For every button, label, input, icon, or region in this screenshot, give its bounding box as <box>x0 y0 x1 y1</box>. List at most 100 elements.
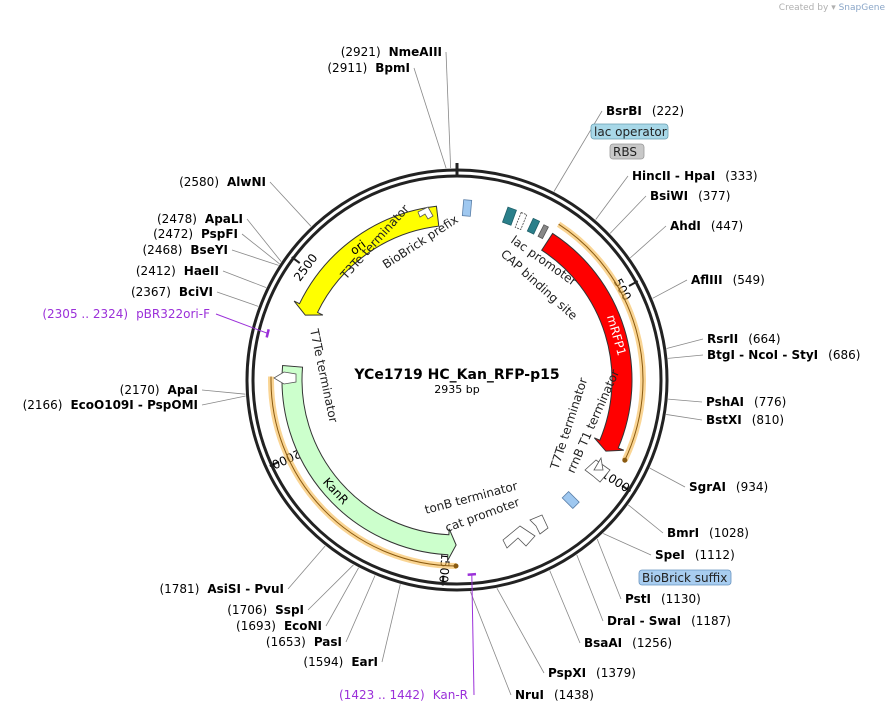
leader-line <box>325 567 359 627</box>
site-position: (1379) <box>596 666 636 680</box>
leader-line <box>269 181 312 227</box>
plasmid-length: 2935 bp <box>434 383 479 396</box>
site-name: RsrII <box>707 332 738 346</box>
leader-line <box>666 338 704 349</box>
site-name: BsrBI <box>606 104 642 118</box>
cds-mrfp1-orange-line <box>558 223 644 461</box>
primer-name: pBR322ori-F <box>136 307 210 321</box>
leader-line <box>246 218 282 262</box>
leader-line <box>413 67 447 169</box>
site-position: (664) <box>748 332 780 346</box>
tick-mark <box>621 484 631 493</box>
mrfp1-feature <box>540 232 633 452</box>
site-position: (2170) <box>120 383 160 397</box>
site-name: NruI <box>515 688 544 702</box>
boxed-feature-labels: lac operator RBS BioBrick suffix <box>590 123 732 586</box>
site-name: BtgI - NcoI - StyI <box>707 348 818 362</box>
leader-line <box>496 588 545 674</box>
site-name: BsaAI <box>584 636 622 650</box>
lac-operator-tag <box>590 123 669 140</box>
cds-mrfp1-orange-arrow <box>622 457 628 463</box>
site-position: (934) <box>736 480 768 494</box>
site-position: (1256) <box>632 636 672 650</box>
leader-line <box>652 279 688 299</box>
primer-range: (2305 .. 2324) <box>42 307 128 321</box>
leader-line <box>667 354 704 359</box>
lac-promoter-box <box>514 211 528 231</box>
t7te-left-label: T7Te terminator <box>307 327 341 424</box>
leader-line <box>576 554 604 622</box>
leader-line <box>649 467 686 488</box>
leader-line <box>231 249 279 266</box>
leader-line <box>287 545 326 590</box>
site-position: (447) <box>711 219 743 233</box>
small-features <box>273 199 611 549</box>
site-position: (1187) <box>691 614 731 628</box>
rbs-tag-text: RBS <box>613 145 637 159</box>
site-position: (686) <box>828 348 860 362</box>
biobrick-suffix-box <box>561 490 580 510</box>
t7te-left-arrow <box>273 371 297 385</box>
kanr-feature <box>281 364 457 561</box>
site-position: (2911) <box>327 61 367 75</box>
site-name: ApaI <box>168 383 198 397</box>
leader-line <box>345 575 376 643</box>
primer-name: Kan-R <box>433 688 468 702</box>
tick-mark <box>441 575 445 586</box>
site-position: (333) <box>725 169 757 183</box>
primer-mark <box>265 329 270 338</box>
leader-line <box>201 395 246 406</box>
rbs-box <box>537 224 549 240</box>
plasmid-title: YCe1719 HC_Kan_RFP-p15 <box>353 367 559 383</box>
site-name: PspFI <box>201 227 238 241</box>
site-name: SspI <box>275 603 304 617</box>
site-name: BstXI <box>706 413 742 427</box>
t3te-terminator-arrow <box>417 206 434 220</box>
biobrick-suffix-tag-text: BioBrick suffix <box>642 571 727 585</box>
site-name: EcoNI <box>284 619 322 633</box>
leader-line <box>595 175 629 220</box>
biobrick-prefix-box <box>461 199 473 217</box>
cds-kanr-orange-arrow <box>453 563 459 569</box>
watermark-brand: SnapGene <box>838 3 885 13</box>
site-position: (222) <box>652 104 684 118</box>
leader-line <box>628 504 664 534</box>
lac-operator-box <box>526 217 541 235</box>
site-position: (810) <box>752 413 784 427</box>
leader-line <box>549 570 581 644</box>
rbs-tag <box>609 143 645 160</box>
site-name: ApaLI <box>205 212 243 226</box>
site-position: (2367) <box>131 285 171 299</box>
leader-lines <box>201 51 704 696</box>
site-position: (2412) <box>136 264 176 278</box>
site-name: SpeI <box>655 548 685 562</box>
cds-kanr-orange-line <box>270 376 457 567</box>
site-name: BsiWI <box>650 189 688 203</box>
site-position: (776) <box>754 395 786 409</box>
cap-site-box <box>501 206 517 226</box>
t7te-top-arrow <box>593 456 604 471</box>
site-position: (2472) <box>153 227 193 241</box>
site-name: EcoO109I - PspOMI <box>70 398 198 412</box>
tick-mark <box>291 256 301 264</box>
primer-leader <box>215 313 268 334</box>
site-name: PstI <box>625 592 651 606</box>
tonb-terminator-arrow <box>529 514 549 535</box>
site-position: (1438) <box>554 688 594 702</box>
leader-line <box>553 110 603 192</box>
site-position: (1693) <box>236 619 276 633</box>
site-name: AhdI <box>670 219 701 233</box>
site-position: (1594) <box>303 655 343 669</box>
site-position: (1112) <box>695 548 735 562</box>
site-position: (549) <box>733 273 765 287</box>
site-name: DraI - SwaI <box>607 614 681 628</box>
site-position: (1130) <box>661 592 701 606</box>
site-position: (2166) <box>23 398 63 412</box>
site-position: (2478) <box>157 212 197 226</box>
leader-line <box>201 389 246 395</box>
primer-mark <box>467 572 477 576</box>
site-name: BpmI <box>375 61 410 75</box>
site-position: (2921) <box>341 45 381 59</box>
primer-range: (1423 .. 1442) <box>339 688 425 702</box>
site-name: BmrI <box>667 526 699 540</box>
